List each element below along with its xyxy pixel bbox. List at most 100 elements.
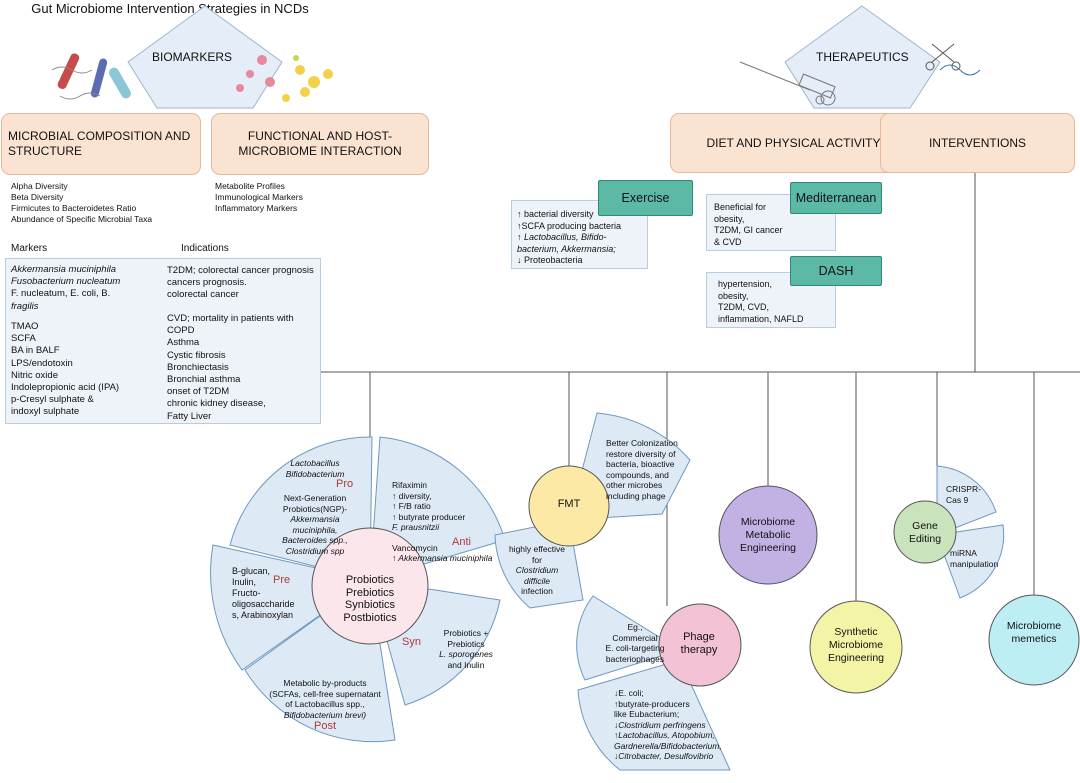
center-line: Postbiotics [343,611,397,624]
indications-header: Indications [181,243,229,254]
marker-item: fragilis [11,300,39,312]
markers-table [5,258,321,424]
dash-tag: DASH [790,256,882,286]
pro-text: Lactobacillus Bifidobacterium Next-Gener… [270,458,360,556]
post-text: Metabolic by-products (SCFAs, cell-free … [260,678,390,720]
fan-line: Lactobacillus [290,458,340,468]
fmt-circle-shape [528,465,610,547]
fan-line: Next-Generation [283,493,347,503]
functional-box: FUNCTIONAL AND HOST- MICROBIOME INTERACT… [211,113,429,175]
anti-text: Rifaximin ↑ diversity, ↑ F/B ratio ↑ but… [392,480,492,564]
fan-line: Akkermansia [290,514,340,524]
fan-line: F. prausnitzii [392,522,440,532]
fan-line: Rifaximin [392,480,427,490]
fan-line: of Lactobacillus spp., [285,699,365,709]
synthetic-line: Microbiome [828,639,884,651]
biomarkers-pentagon [127,5,283,109]
list-item: Beneficial for [714,202,767,212]
indication-item: T2DM; colorectal cancer prognosis [167,265,314,276]
fan-line: restore diversity of [606,448,676,459]
fan-line: Prebiotics [447,638,485,649]
biotics-center: Probiotics Prebiotics Synbiotics Postbio… [316,574,424,624]
syn-label: Syn [402,636,421,648]
list-item: & CVD [714,236,742,247]
fan-line: difficile [524,575,550,586]
biomarkers-label: BIOMARKERS [152,50,233,64]
dash-list: hypertension, obesity, T2DM, CVD, inflam… [718,279,804,325]
composition-label: MICROBIAL COMPOSITION AND STRUCTURE [8,129,191,158]
interventions-box: INTERVENTIONS [880,113,1075,173]
markers-header: Markers [11,243,48,254]
fan-line: ↑butyrate-producers [614,698,690,709]
marker-item: TMAO [11,321,39,332]
fan-line: Vancomycin [392,542,438,553]
fan-line: highly effective [508,544,566,554]
list-item: ↑ bacterial diversity [517,209,594,219]
composition-list: Alpha Diversity Beta Diversity Firmicute… [11,181,152,225]
fan-line: ↑ Akkermansia muciniphila [392,553,493,563]
indication-item: Fatty Liver [167,410,212,422]
fan-line: Bifidobacterium brevi) [283,709,367,720]
functional-label: FUNCTIONAL AND HOST- MICROBIOME INTERACT… [238,129,402,158]
fan-line: Probiotics + [443,628,489,638]
list-item: Immunological Markers [215,192,303,202]
metabolic-circle-shape [718,485,818,585]
pre-label: Pre [273,574,291,586]
list-item: Alpha Diversity [11,181,68,191]
fmt-label: FMT [557,498,581,510]
fan-line: ↓E. coli; [614,688,644,698]
gene-line: Editing [908,533,942,545]
marker-item: indoxyl sulphate [11,406,80,418]
fan-line: Bacteroides spp., [282,535,348,545]
synthetic-label: Synthetic Microbiome Engineering [812,626,900,665]
center-line: Prebiotics [345,586,395,599]
synthetic-line: Engineering [827,652,885,664]
fan-line: infection [521,586,553,596]
fan-line: (SCFAs, cell-free supernatant [269,688,381,699]
indication-item: cancers prognosis. [167,277,247,289]
marker-item: SCFA [11,333,36,345]
indication-item: onset of T2DM [167,386,230,398]
fan-line: ↑ butyrate producer [392,511,466,522]
list-item: hypertension, [718,279,773,289]
functional-list: Metabolite Profiles Immunological Marker… [215,181,303,214]
fan-line: muciniphila, [292,524,338,535]
gene-top-text: CRISPR- Cas 9 [946,484,981,505]
fan-line [392,533,492,543]
marker-item: p-Cresyl sulphate & [11,394,94,406]
scissors-illustration [925,43,981,76]
fan-line: bacteria, bioactive [606,459,675,469]
marker-item: LPS/endotoxin [11,357,73,369]
cells-illustration [236,55,333,102]
fan-line: Metabolic by-products [283,678,367,688]
interventions-label: INTERVENTIONS [928,135,1027,150]
list-item: obesity, [718,290,749,301]
fan-line: B-glucan, [232,566,271,576]
fan-line: E. coli-targeting [605,643,665,653]
fan-line: miRNA [950,548,977,558]
fan-line: ↑Lactobacillus, Atopobium, [614,730,715,740]
fan-line: Commercial [612,632,658,643]
fan-line: compounds, and [606,469,669,480]
pre-text: B-glucan, Inulin, Fructo- oligosaccharid… [232,566,295,621]
fan-line: other microbes [606,480,663,490]
indication-item: Cystic fibrosis [167,349,226,361]
fan-line: ↑ diversity, [392,490,432,501]
memetics-line: memetics [1011,633,1057,645]
memetics-label: Microbiome memetics [990,620,1078,646]
biotics-circle [311,527,429,645]
marker-item: BA in BALF [11,345,60,357]
fan-line: ↓Citrobacter, Desulfovibrio [614,751,714,761]
fan-line: Eg., [627,622,643,632]
fan-line: Clostridium spp [285,545,345,556]
metabolic-line: Metabolic [745,529,791,541]
gene-bottom-text: miRNA manipulation [950,548,998,569]
metabolic-line: Microbiome [740,516,796,528]
phage-label-line: Phage [683,631,715,643]
fan-line: Fructo- [232,588,261,598]
memetics-circle-shape [988,594,1080,686]
fmt-top-text: Better Colonization restore diversity of… [606,438,678,501]
phage-top-fan [576,595,682,681]
list-item: inflammation, NAFLD [718,313,804,324]
indication-item: CVD; mortality in patients with [167,313,294,324]
